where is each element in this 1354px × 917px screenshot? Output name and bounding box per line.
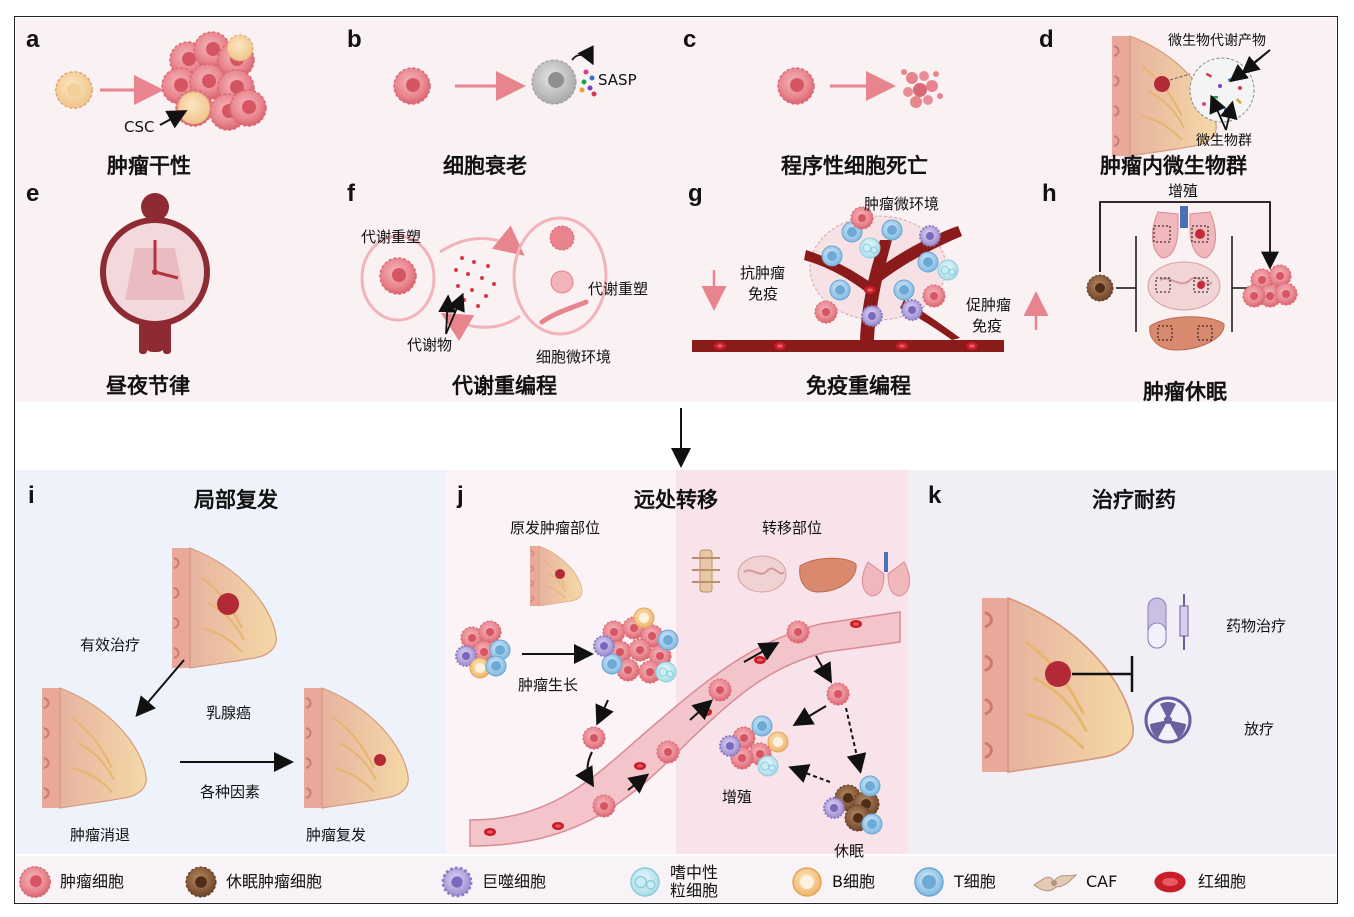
legend-item-b-cell: B细胞 [790,862,875,902]
csc-label: CSC [124,118,155,136]
dormant-cell-icon [185,866,217,898]
tumor-growth-label: 肿瘤生长 [518,676,579,694]
sasp-label: SASP [598,71,637,89]
panel-f-title: 代谢重编程 [452,374,557,398]
panel-letter-j: j [457,482,464,509]
effective-treatment-label: 有效治疗 [80,636,141,654]
legend-label: CAF [1086,872,1118,891]
panel-h-dormancy-drawing [1086,201,1298,351]
metabolic-remodeling-label-2: 代谢重塑 [588,280,649,298]
anti-tumor-label-line1: 抗肿瘤 [740,264,786,282]
legend-label: 嗜中性 粒细胞 [670,863,719,900]
panel-g-title: 免疫重编程 [806,374,911,398]
legend-item-t-cell: T细胞 [912,862,996,902]
neutrophil-icon [630,867,660,897]
panel-k-title: 治疗耐药 [1092,488,1176,512]
panel-letter-k: k [928,482,942,509]
panel-k-background [908,470,1336,854]
legend-label: T细胞 [954,872,996,891]
legend-item-macrophage: 巨噬细胞 [440,862,546,902]
proliferation-label-h: 增殖 [1168,182,1199,200]
legend-background [16,856,1336,902]
panel-letter-g: g [688,180,703,207]
panel-a-stemness-drawing [55,31,267,131]
breast-cancer-label: 乳腺癌 [206,704,252,722]
legend-label: 巨噬细胞 [482,872,547,891]
legend-label: B细胞 [832,872,875,891]
panel-b-senescence-drawing [393,45,597,105]
panel-d-microbiota-drawing [1111,35,1271,157]
panel-e-title: 昼夜节律 [106,374,190,398]
legend-item-neutrophil: 嗜中性 粒细胞 [628,862,718,902]
metastatic-site-label: 转移部位 [762,519,823,537]
metabolite-label: 代谢物 [407,336,453,354]
macrophage-icon [441,866,473,898]
panel-c-pcd-drawing [777,67,943,108]
legend-item-red-blood-cell: 红细胞 [1150,862,1246,902]
panel-letter-h: h [1042,180,1057,207]
drug-therapy-label: 药物治疗 [1226,617,1287,635]
legend-item-tumor-cell: 肿瘤细胞 [18,862,124,902]
panel-letter-c: c [683,26,697,53]
panel-h-title: 肿瘤休眠 [1143,380,1227,404]
caf-icon [1033,874,1078,892]
tumor-regression-label: 肿瘤消退 [70,826,131,844]
panel-g-immune-drawing [692,206,1049,352]
microbial-metabolites-label: 微生物代谢产物 [1168,33,1266,49]
legend-item-dormant-cell: 休眠肿瘤细胞 [184,862,322,902]
t-cell-icon [914,867,944,897]
panel-e-circadian-drawing [100,193,210,354]
panel-i-local-recurrence-drawing [41,547,410,809]
tumor-microenvironment-label: 肿瘤微环境 [864,195,940,213]
primary-site-label: 原发肿瘤部位 [510,519,601,537]
b-cell-icon [792,867,822,897]
panel-letter-i: i [28,482,35,509]
panel-a-title: 肿瘤干性 [107,154,191,178]
panel-letter-d: d [1039,26,1054,53]
legend-label: 红细胞 [1198,872,1247,891]
anti-tumor-label-line2: 免疫 [748,285,779,303]
dormancy-label: 休眠 [834,842,865,860]
pro-tumor-label-line1: 促肿瘤 [966,296,1012,314]
panel-i-title: 局部复发 [194,488,278,512]
proliferation-label-j: 增殖 [722,788,753,806]
panel-d-title: 肿瘤内微生物群 [1100,154,1247,178]
panel-f-metabolic-drawing [360,216,608,342]
cell-microenvironment-label: 细胞微环境 [536,348,612,366]
various-factors-label: 各种因素 [200,783,261,801]
tumor-recurrence-label: 肿瘤复发 [306,826,367,844]
pro-tumor-label-line2: 免疫 [972,317,1003,335]
panel-b-title: 细胞衰老 [443,154,527,178]
radiotherapy-label: 放疗 [1244,720,1275,738]
panel-letter-a: a [26,26,40,53]
panel-j-metastasis-drawing [455,545,910,847]
panel-letter-f: f [347,180,355,207]
red-blood-cell-icon [1154,871,1186,893]
metabolic-remodeling-label-1: 代谢重塑 [361,228,422,246]
panel-j-title: 远处转移 [634,488,718,512]
microbiota-label: 微生物群 [1196,133,1252,149]
panel-letter-e: e [26,180,40,207]
tumor-cell-icon [19,866,51,898]
legend-label: 休眠肿瘤细胞 [226,872,323,891]
figure-frame [14,16,1338,904]
panel-letter-b: b [347,26,362,53]
legend-item-caf: CAF [1030,862,1117,902]
panel-k-resistance-drawing [980,594,1192,774]
legend-label: 肿瘤细胞 [60,872,125,891]
panel-c-title: 程序性细胞死亡 [781,154,928,178]
